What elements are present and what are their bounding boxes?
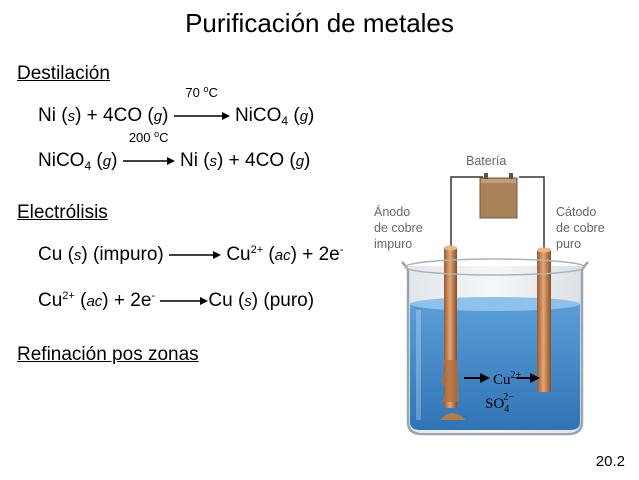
cathode-label: Cátodo de cobre puro [556,205,605,251]
reaction-condition: 200 oC [128,129,169,146]
section-heading-refinacion: Refinación pos zonas [17,344,199,365]
battery-icon [479,177,518,219]
wire-left [450,176,483,265]
reaction-arrow: 70 oC [173,85,230,127]
anode-sludge [440,413,466,420]
section-heading-electrolisis: Electrólisis [17,202,108,223]
section-heading-destilacion: Destilación [17,63,110,84]
wire-right [519,176,545,255]
page-number: 20.2 [595,453,625,470]
reaction-arrow: 200 oC [122,130,175,172]
equation-4: Cu2+ (ac) + 2e- Cu (s) (puro) [38,290,315,312]
electrolysis-cell-diagram: Cu2+ SO42− [401,173,589,436]
cathode-electrode [537,250,551,392]
ion-cu-label: Cu2+ [493,370,522,388]
reaction-condition: 70 oC [185,84,218,101]
page-title: Purificación de metales [185,8,454,38]
reaction-arrow [160,290,209,312]
equation-1: Ni (s) + 4CO (g) 70 oC NiCO4 (g) [38,84,315,129]
ion-so4-label: SO42− [485,392,514,415]
anode-label: Ánodo de cobre impuro [374,205,423,251]
equation-2: NiCO4 (g) 200 oC Ni (s) + 4CO (g) [38,129,311,174]
battery-label: Batería [466,154,507,168]
equation-3: Cu (s) (impuro) Cu2+ (ac) + 2e- [38,244,344,266]
reaction-arrow [169,244,222,266]
